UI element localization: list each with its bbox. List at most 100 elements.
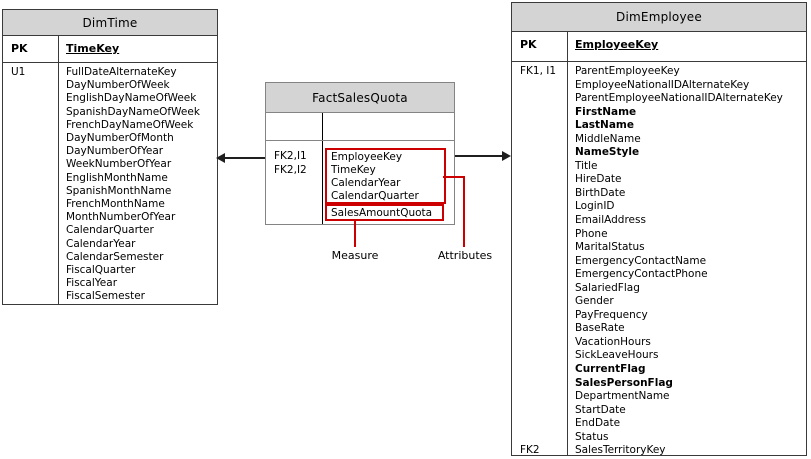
field-name: CalendarYear — [66, 237, 136, 250]
field-name: SickLeaveHours — [575, 349, 659, 362]
relationship-line-dimtime — [224, 157, 265, 159]
field-name: BirthDate — [575, 186, 626, 199]
field-name: FirstName — [575, 105, 637, 118]
key-spacer — [520, 106, 567, 120]
pk-label: PK — [512, 32, 568, 61]
key-spacer — [11, 132, 58, 145]
key-label: U1 — [11, 66, 26, 78]
measure-label: Measure — [331, 249, 379, 262]
relationship-line-dimemployee — [455, 155, 503, 157]
pk-field-name: EmployeeKey — [575, 38, 659, 51]
field-name: LastName — [575, 119, 634, 132]
field-name: PayFrequency — [575, 308, 648, 321]
field-name: CalendarSemester — [66, 250, 164, 263]
table-title: DimTime — [82, 15, 138, 30]
key-spacer — [520, 268, 567, 282]
key-spacer — [520, 377, 567, 391]
field-name: FrenchDayNameOfWeek — [66, 118, 194, 131]
field-name: FiscalYear — [66, 277, 118, 290]
key-spacer — [11, 145, 58, 158]
key-spacer — [520, 228, 567, 242]
field-name: FullDateAlternateKey — [66, 66, 177, 78]
key-spacer — [11, 106, 58, 119]
field-name: SalesTerritoryKey — [575, 444, 666, 455]
table-header-dimtime: DimTime — [3, 10, 217, 36]
key-spacer — [11, 224, 58, 237]
key-spacer — [11, 198, 58, 211]
key-spacer — [520, 133, 567, 147]
key-spacer — [11, 277, 58, 290]
field-name: ParentEmployeeKey — [575, 65, 680, 77]
key-spacer — [520, 200, 567, 214]
column-divider — [322, 113, 323, 224]
measure-highlight-box: SalesAmountQuota — [325, 204, 444, 221]
key-spacer — [11, 211, 58, 224]
field-name: MonthNumberOfYear — [66, 211, 176, 224]
pk-row: PK EmployeeKey — [512, 32, 806, 62]
field-name: CalendarQuarter — [331, 190, 419, 202]
key-label: FK2 — [520, 444, 540, 455]
key-spacer — [520, 309, 567, 323]
arrowhead-right-icon — [502, 151, 511, 161]
field-name: FrenchMonthName — [66, 198, 165, 211]
key-spacer — [520, 363, 567, 377]
table-title: DimEmployee — [616, 10, 702, 24]
field-name: EnglishMonthName — [66, 171, 168, 184]
field-name: LoginID — [575, 200, 615, 213]
key-column: U1 — [3, 63, 59, 304]
field-name: WeekNumberOfYear — [66, 158, 172, 171]
field-name: SalesPersonFlag — [575, 376, 673, 389]
field-name: EmployeeKey — [331, 151, 403, 163]
field-name: Gender — [575, 295, 614, 308]
field-name: FiscalQuarter — [66, 264, 136, 277]
arrowhead-left-icon — [216, 153, 225, 163]
field-name: EndDate — [575, 417, 621, 430]
key-spacer — [11, 92, 58, 105]
field-name: StartDate — [575, 403, 626, 416]
key-spacer — [11, 172, 58, 185]
field-name: Status — [575, 430, 609, 443]
table-dimemployee: DimEmployee PK EmployeeKey FK1, I1 FK2 P… — [511, 2, 807, 456]
key-spacer — [520, 404, 567, 418]
key-spacer — [520, 214, 567, 228]
table-header-factsalesquota: FactSalesQuota — [266, 83, 454, 113]
key-spacer — [520, 336, 567, 350]
field-name: SalariedFlag — [575, 281, 640, 294]
key-spacer — [520, 79, 567, 93]
key-spacer — [11, 79, 58, 92]
field-name: EmergencyContactPhone — [575, 268, 708, 281]
key-label: FK1, I1 — [520, 65, 557, 77]
field-name: SalesAmountQuota — [331, 207, 433, 219]
key-spacer — [11, 238, 58, 251]
key-spacer — [520, 146, 567, 160]
field-name: DepartmentName — [575, 390, 670, 403]
key-spacer — [11, 251, 58, 264]
key-spacer — [11, 264, 58, 277]
attributes-callout-line-vertical — [463, 176, 465, 247]
key-label: FK2,I1 — [274, 150, 307, 162]
field-name: EmployeeNationalIDAlternateKey — [575, 78, 750, 91]
key-spacer — [520, 255, 567, 269]
field-name: EnglishDayNameOfWeek — [66, 92, 197, 105]
key-spacer — [11, 119, 58, 132]
field-name: SpanishDayNameOfWeek — [66, 105, 200, 118]
pk-label: PK — [3, 36, 59, 62]
key-label: FK2,I2 — [274, 164, 307, 176]
attributes-label: Attributes — [437, 249, 493, 262]
key-spacer — [11, 290, 58, 303]
field-name: Phone — [575, 227, 608, 240]
attributes-callout-line-horizontal — [443, 176, 465, 178]
measure-callout-line — [354, 221, 356, 247]
field-name: BaseRate — [575, 322, 625, 335]
key-column: FK1, I1 FK2 — [512, 62, 568, 455]
field-name: FiscalSemester — [66, 290, 145, 303]
field-name: CalendarQuarter — [66, 224, 154, 237]
field-name: CalendarYear — [331, 177, 401, 189]
